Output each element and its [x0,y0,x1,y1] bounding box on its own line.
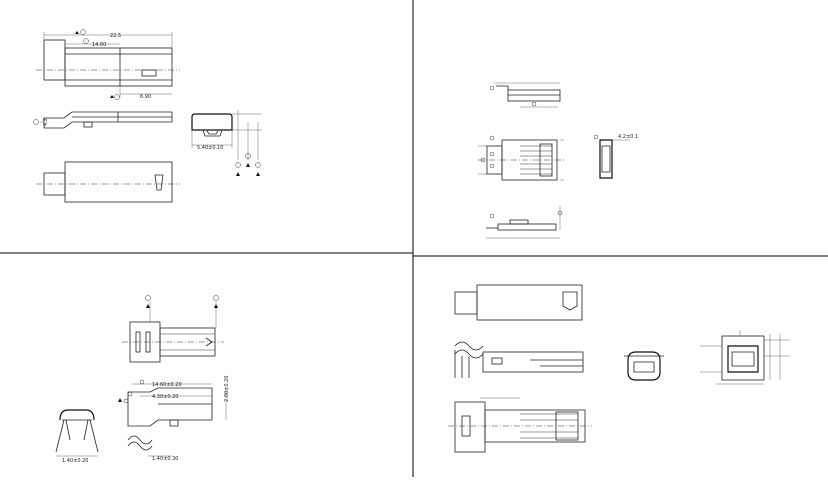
bottom-left-front-view: 1.40±0.20 [55,409,99,464]
top-left-bottom-view [36,161,180,203]
bottom-left-side-view: 14.60±0.20 4.30±0.20 1.40±0.30 2.00±0.20 [118,376,230,462]
top-left-top-view: 22.5 14.60 6.90 [36,29,180,100]
bottom-left-panel: 14.60±0.20 4.30±0.20 1.40±0.30 2.00±0.20… [55,295,230,464]
dim-side-label: 4.2 [43,118,49,126]
dim-b-label: 4.30±0.20 [152,394,178,400]
dim-e-label: 1.40±0.20 [62,458,88,464]
bottom-right-mating-view [700,330,790,385]
bottom-right-panel [448,284,790,453]
dim-bottom-label: 6.90 [140,94,151,100]
top-left-front-view: 5.40±0.10 [191,110,262,176]
top-right-bottom-view [486,206,563,239]
dim-front-label: 5.40±0.10 [197,145,223,151]
bottom-right-front-view [624,351,664,381]
front-dim-label: 4.2±0.1 [618,134,638,140]
top-right-front-view: 4.2±0.1 [593,134,638,179]
dim-d-label: 2.00±0.20 [224,376,230,402]
bottom-right-shell-top-view [454,284,583,321]
top-right-side-view [489,82,561,108]
top-left-side-view: 4.2 [33,111,173,129]
top-left-panel: 22.5 14.60 6.90 4.2 [33,29,262,203]
dim-top-label: 22.5 [110,33,121,39]
top-right-top-view [478,135,566,181]
top-right-panel: 4.2±0.1 [478,82,638,239]
bottom-right-side-view [454,341,584,378]
dim-a-label: 14.60±0.20 [152,382,182,388]
dim-c-label: 1.40±0.30 [152,456,178,462]
bottom-left-top-view [122,295,224,363]
dim-second-label: 14.60 [92,42,106,48]
bottom-right-bottom-view [448,397,592,453]
